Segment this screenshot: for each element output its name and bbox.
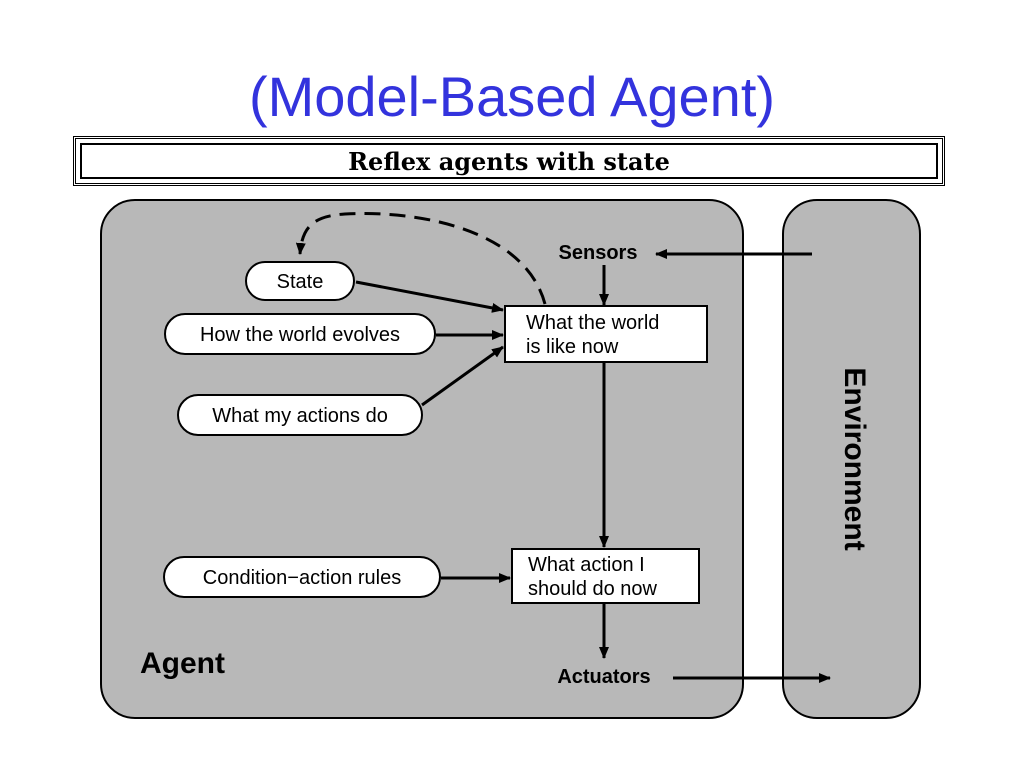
sensors-label: Sensors [559, 242, 638, 264]
world-now-line2: is like now [526, 336, 619, 358]
action-now-box [511, 548, 700, 604]
world-evolves-label: How the world evolves [200, 324, 400, 346]
actions-do-node [177, 394, 423, 436]
agent-label: Agent [140, 647, 225, 680]
state-node [245, 261, 355, 301]
environment-label: Environment [838, 367, 871, 550]
actions-do-label: What my actions do [212, 405, 388, 427]
world-now-box [504, 305, 708, 363]
state-label: State [277, 271, 324, 293]
action-now-line2: should do now [528, 578, 658, 600]
rules-node [163, 556, 441, 598]
state-feedback-arrow [295, 212, 547, 305]
agent-panel [100, 199, 744, 719]
actions-to-world-arrow [421, 345, 504, 407]
banner-text: Reflex agents with state [80, 143, 938, 179]
banner: Reflex agents with state [73, 136, 945, 186]
world-evolves-node [164, 313, 436, 355]
world-now-line1: What the world [526, 312, 659, 334]
action-now-line1: What action I [528, 554, 645, 576]
rules-label: Condition−action rules [203, 567, 401, 589]
environment-panel [782, 199, 921, 719]
actuators-label: Actuators [557, 666, 650, 688]
slide-title: (Model-Based Agent) [248, 65, 776, 128]
state-to-world-arrow [355, 280, 504, 313]
